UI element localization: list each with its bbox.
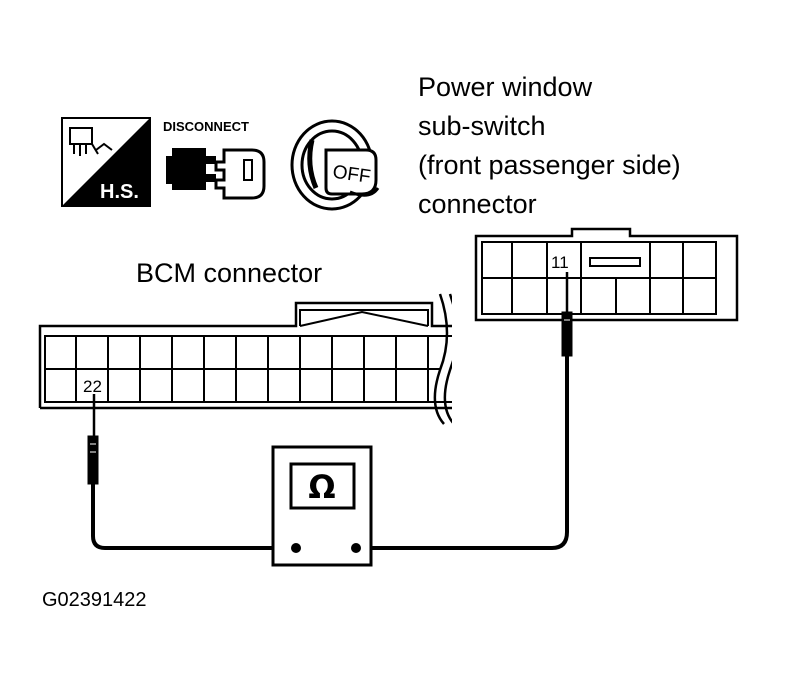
hs-icon-label: H.S. [100,181,139,203]
harness-side-icon: H.S. [61,117,151,207]
sub-switch-pin-number: 11 [551,253,569,272]
disconnect-icon-label: DISCONNECT [163,119,249,134]
bcm-connector: 22 [38,290,472,430]
off-icon-label: OFF [331,162,372,188]
sub-switch-connector-label: Power window sub-switch (front passenger… [418,68,681,224]
label-line: Power window [418,72,593,102]
right-probe [561,272,573,357]
ohmmeter: Ω [271,445,373,567]
ohm-symbol: Ω [308,468,335,506]
label-line: sub-switch [418,111,546,141]
bcm-connector-label: BCM connector [136,258,323,288]
label-line: (front passenger side) [418,150,681,180]
ignition-off-icon: OFF [290,119,380,211]
disconnect-icon: DISCONNECT [163,119,266,200]
right-test-lead [356,356,569,550]
figure-id: G02391422 [42,589,147,611]
left-test-lead [91,484,296,550]
bcm-pin-number: 22 [83,377,102,396]
sub-switch-connector: 11 [474,227,739,322]
label-line: connector [418,189,537,219]
